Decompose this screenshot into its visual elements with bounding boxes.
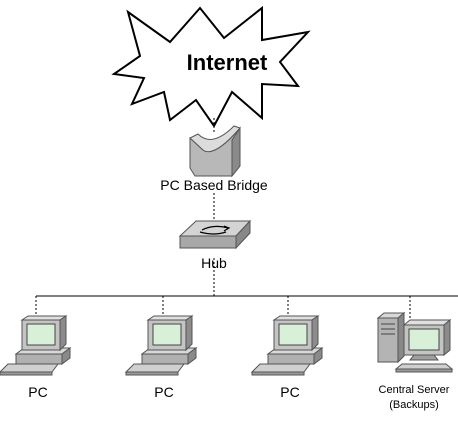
pc-2: [125, 315, 197, 376]
hub-label: Hub: [201, 255, 227, 271]
bridge-label: PC Based Bridge: [160, 177, 268, 193]
server-label-line2: (Backups): [389, 399, 439, 411]
server-label-line1: Central Server: [379, 384, 450, 396]
pc-1: [0, 315, 71, 376]
pc-2-label: PC: [154, 384, 173, 400]
pc-3: [251, 315, 323, 376]
internet-cloud-shape: [111, 5, 311, 128]
pc-1-label: PC: [28, 384, 47, 400]
internet-cloud: Internet: [111, 5, 311, 128]
pc-3-label: PC: [280, 384, 299, 400]
hub-device: [178, 219, 252, 250]
central-server: [376, 311, 454, 373]
bridge-device: [189, 125, 241, 178]
internet-label: Internet: [187, 50, 268, 75]
